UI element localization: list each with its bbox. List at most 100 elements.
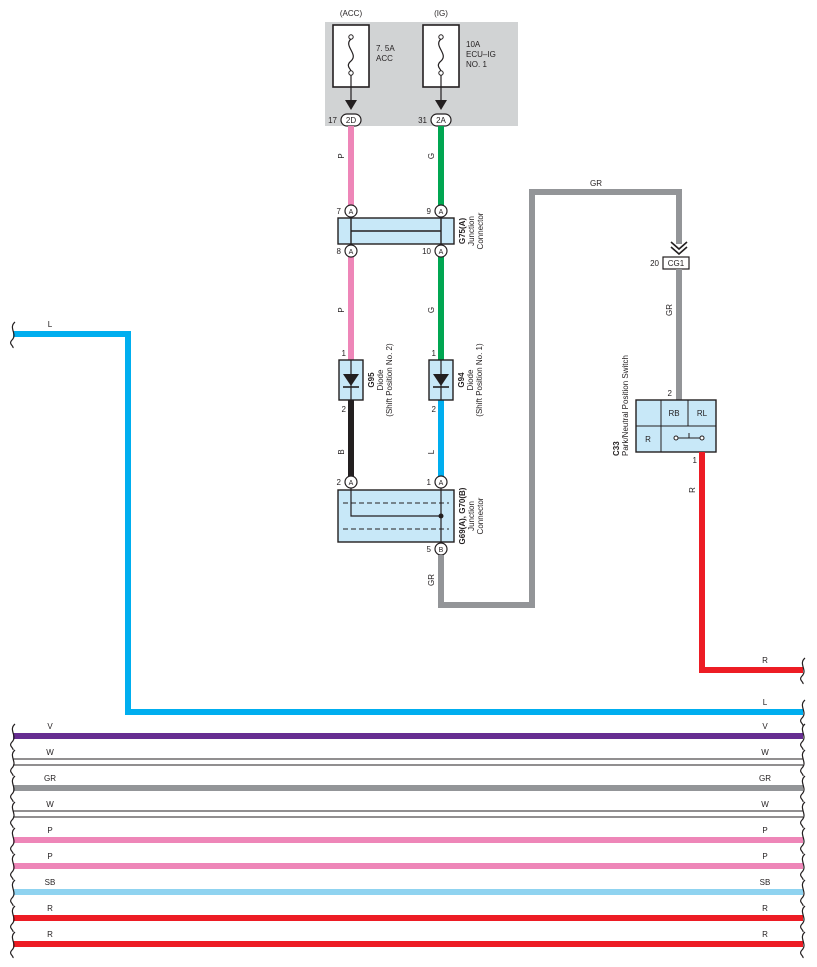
c33-rl: RL — [697, 409, 708, 418]
g95-pin-2: 2 — [342, 405, 347, 414]
ig-fuse-name-1: ECU–IG — [466, 50, 496, 59]
acc-fuse-amp: 7. 5A — [376, 44, 395, 53]
g75-conn-bl: A — [349, 249, 354, 256]
connector-2d-pin: 17 — [328, 116, 337, 125]
c33-pin-1: 1 — [693, 456, 698, 465]
wire-label-p-lower: P — [337, 307, 346, 312]
g95-line2: (Shift Position No. 2) — [385, 343, 394, 417]
bus-label-right: SB — [760, 878, 771, 887]
g69-conn-a-right: A — [439, 480, 444, 487]
wire-label-gr-c33: GR — [665, 304, 674, 316]
acc-source-label: (ACC) — [340, 9, 363, 18]
chevron-down-icon — [670, 241, 688, 256]
g69-pin-1: 1 — [427, 478, 432, 487]
arrow-down-icon — [345, 100, 357, 110]
bus-label-right: R — [762, 930, 768, 939]
g95-line1: Diode — [376, 369, 385, 390]
connector-2d-label: 2D — [346, 116, 356, 125]
wire-l-long — [13, 331, 803, 715]
wire-break-right-icon — [800, 827, 806, 855]
bus-label-right: R — [762, 656, 768, 665]
fuse-acc — [332, 24, 370, 88]
wire-break-right-icon — [800, 657, 806, 685]
bus-label-right: W — [761, 800, 769, 809]
bus-label-left: SB — [45, 878, 56, 887]
g75-junction-connector — [337, 204, 455, 258]
wire-break-right-icon — [800, 749, 806, 777]
wire-break-left-icon — [10, 723, 16, 751]
g69-conn-a-left: A — [349, 480, 354, 487]
c33-rb: RB — [668, 409, 679, 418]
g75-conn-tr: A — [439, 209, 444, 216]
bus-label-left: R — [47, 904, 53, 913]
ig-source-label: (IG) — [434, 9, 448, 18]
wire-break-left-icon — [10, 801, 16, 829]
g69-g70-junction-connector — [337, 475, 455, 556]
ig-fuse-name-2: NO. 1 — [466, 60, 487, 69]
diode-icon — [433, 374, 449, 386]
g75-code: G75(A) — [458, 218, 467, 245]
switch-icon — [673, 433, 705, 441]
bus-label-left: V — [47, 722, 53, 731]
wire-break-right-icon — [800, 801, 806, 829]
wire-label-l-left: L — [48, 320, 53, 329]
g69-pin-2: 2 — [337, 478, 342, 487]
g75-pin-8: 8 — [337, 247, 342, 256]
c33-r: R — [645, 435, 651, 444]
bus-label-right: L — [763, 698, 768, 707]
g75-pin-10: 10 — [422, 247, 431, 256]
c33-pin-2: 2 — [668, 389, 673, 398]
wire-label-gr-lower: GR — [427, 574, 436, 586]
cg1-pin: 20 — [650, 259, 659, 268]
wire-label-g-upper: G — [427, 153, 436, 159]
wire-label-l: L — [427, 449, 436, 454]
bus-label-left: P — [47, 852, 52, 861]
g95-code: G95 — [367, 372, 376, 388]
fuse-element-icon — [347, 38, 354, 72]
g70-pin-5: 5 — [427, 545, 432, 554]
c33-code: C33 — [612, 441, 621, 456]
wire-gr-loop — [438, 189, 682, 608]
bus-label-right: P — [762, 826, 767, 835]
wire-break-right-icon — [800, 723, 806, 751]
fuse-element-icon — [437, 38, 444, 72]
g94-line2: (Shift Position No. 1) — [475, 343, 484, 417]
wire-break-left-icon — [10, 853, 16, 881]
wire-label-b: B — [337, 449, 346, 454]
wire-break-left-icon — [10, 775, 16, 803]
bus-label-right: R — [762, 904, 768, 913]
bus-label-right: W — [761, 748, 769, 757]
wire-r-c33 — [699, 452, 803, 673]
wire-label-gr-top: GR — [590, 179, 602, 188]
bus-label-left: GR — [44, 774, 56, 783]
g94-pin-1: 1 — [432, 349, 437, 358]
wire-label-r-c33: R — [688, 487, 697, 493]
wire-break-right-icon — [800, 905, 806, 933]
wire-break-left-icon — [10, 321, 16, 349]
g75-pin-9: 9 — [427, 207, 432, 216]
g75-line2: Connector — [476, 212, 485, 249]
g95-diode — [338, 359, 364, 401]
g95-pin-1: 1 — [342, 349, 347, 358]
c33-name: Park/Neutral Position Switch — [621, 355, 630, 456]
g94-line1: Diode — [466, 369, 475, 390]
g75-conn-br: A — [439, 249, 444, 256]
wire-break-left-icon — [10, 931, 16, 959]
wire-break-left-icon — [10, 879, 16, 907]
c33-park-neutral-switch — [635, 399, 717, 453]
ig-fuse-amp: 10A — [466, 40, 481, 49]
bus-label-right: V — [762, 722, 768, 731]
bus-label-left: W — [46, 800, 54, 809]
wire-break-right-icon — [800, 853, 806, 881]
acc-fuse-name: ACC — [376, 54, 393, 63]
g94-pin-2: 2 — [432, 405, 437, 414]
connector-2a-label: 2A — [436, 116, 446, 125]
bus-label-right: P — [762, 852, 767, 861]
g75-conn-tl: A — [349, 209, 354, 216]
bus-label-left: R — [47, 930, 53, 939]
g69-code: G69(A), G70(B) — [458, 487, 467, 544]
wire-break-left-icon — [10, 827, 16, 855]
g75-pin-7: 7 — [337, 207, 342, 216]
